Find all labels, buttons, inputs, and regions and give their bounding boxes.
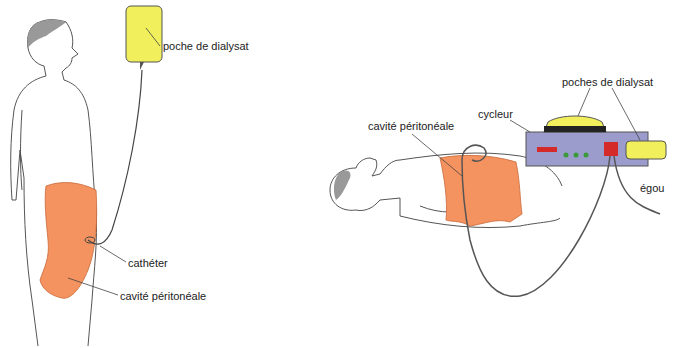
- part-label: poches de dialysat: [562, 76, 653, 88]
- part-label: cavité péritonéale: [120, 290, 206, 302]
- part-label: cathéter: [128, 257, 168, 269]
- part-label: cavité péritonéale: [368, 120, 454, 132]
- part-label: poche de dialysat: [163, 40, 249, 52]
- part-label: égou: [640, 182, 664, 194]
- part-label: cycleur: [478, 108, 513, 120]
